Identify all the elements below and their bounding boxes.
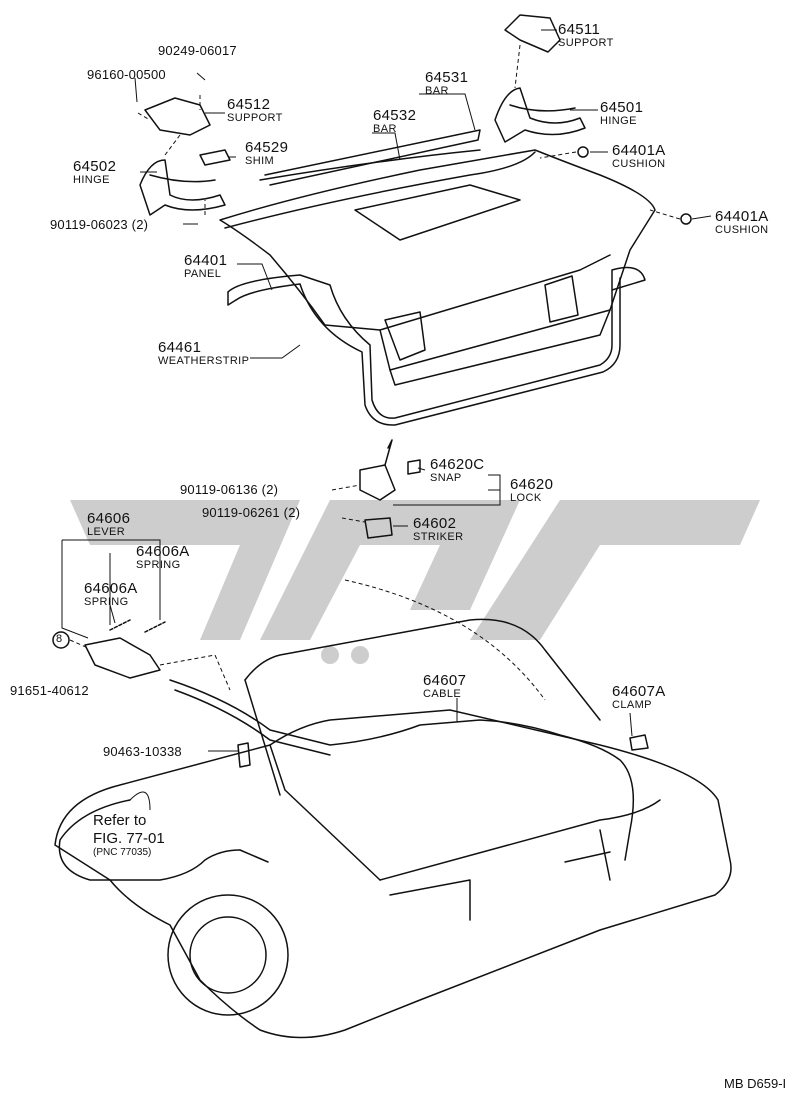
- label-64607: 64607 CABLE: [423, 673, 466, 700]
- part-number: 64620: [510, 476, 554, 493]
- torsion-bar-upper: [264, 129, 481, 186]
- label-64620: 64620 LOCK: [510, 477, 553, 504]
- part-number: 64531: [425, 69, 469, 86]
- part-number: 64401A: [715, 208, 769, 225]
- clamp-shape: [629, 734, 649, 751]
- label-64602: 64602 STRIKER: [413, 516, 463, 543]
- part-number: 90119-06261 (2): [202, 505, 301, 520]
- part-number: 64607A: [612, 683, 666, 700]
- part-name: HINGE: [73, 174, 110, 186]
- part-number: 90119-06136 (2): [180, 482, 279, 497]
- part-number: 64620C: [430, 456, 485, 473]
- part-number: 64602: [413, 515, 457, 532]
- part-name: SUPPORT: [558, 37, 614, 49]
- part-name: CABLE: [423, 688, 462, 700]
- label-64531: 64531 BAR: [425, 70, 468, 97]
- support-right-shape: [504, 14, 561, 53]
- striker-shape: [364, 517, 393, 539]
- part-name: LEVER: [87, 526, 126, 538]
- watermark-logo: [70, 500, 760, 664]
- part-number: 64401A: [612, 142, 666, 159]
- part-number: 64501: [600, 99, 644, 116]
- part-name: LOCK: [510, 492, 542, 504]
- part-number: 64532: [373, 107, 417, 124]
- hinge-left-shape: [139, 159, 226, 216]
- bolt-marker-label: 8: [56, 633, 63, 645]
- label-64606: 64606 LEVER: [87, 511, 130, 538]
- rear-wheel: [167, 894, 289, 1016]
- part-name: BAR: [373, 123, 397, 135]
- part-number: 96160-00500: [87, 67, 166, 82]
- part-number: 91651-40612: [10, 683, 89, 698]
- part-name: HINGE: [600, 115, 637, 127]
- label-64620c: 64620C SNAP: [430, 457, 484, 484]
- part-number: 64512: [227, 96, 271, 113]
- shim-shape: [199, 149, 231, 166]
- label-64532: 64532 BAR: [373, 108, 416, 135]
- part-number: 90119-06023 (2): [50, 217, 149, 232]
- part-name: CUSHION: [612, 158, 666, 170]
- part-number: 64607: [423, 672, 467, 689]
- part-number: 64606A: [84, 580, 138, 597]
- car-body-outline: [54, 709, 732, 1039]
- release-cable: [169, 679, 635, 861]
- torsion-bar-lower: [259, 149, 481, 181]
- part-number: 90249-06017: [158, 43, 237, 58]
- part-name: SPRING: [84, 596, 129, 608]
- label-64461: 64461 WEATHERSTRIP: [158, 340, 249, 367]
- part-number: 64606A: [136, 543, 190, 560]
- part-name: BAR: [425, 85, 449, 97]
- label-64501: 64501 HINGE: [600, 100, 643, 127]
- part-name: WEATHERSTRIP: [158, 355, 250, 367]
- reference-line-3: (PNC 77035): [93, 847, 152, 858]
- part-name: SPRING: [136, 559, 181, 571]
- label-64606a-lower: 64606A SPRING: [84, 581, 138, 608]
- trunk-panel-crease: [224, 151, 536, 229]
- part-name: CUSHION: [715, 224, 769, 236]
- bolt-marker-circle: [52, 631, 70, 649]
- label-64401a-side: 64401A CUSHION: [715, 209, 769, 236]
- label-90119-06136: 90119-06136 (2): [180, 483, 278, 496]
- label-64512: 64512 SUPPORT: [227, 97, 283, 124]
- reference-note: Refer to FIG. 77-01 (PNC 77035): [93, 813, 165, 858]
- weatherstrip-loop: [227, 266, 646, 419]
- part-name: SNAP: [430, 472, 462, 484]
- lock-shape: [359, 439, 396, 501]
- part-number: 64529: [245, 139, 289, 156]
- hinge-right-shape: [494, 87, 586, 143]
- part-name: CLAMP: [612, 699, 652, 711]
- part-number: 64606: [87, 510, 131, 527]
- label-90463-10338: 90463-10338: [103, 745, 182, 758]
- part-number: 90463-10338: [103, 744, 182, 759]
- label-96160-00500: 96160-00500: [87, 68, 166, 81]
- label-90119-06261: 90119-06261 (2): [202, 506, 300, 519]
- part-name: SUPPORT: [227, 112, 283, 124]
- reference-line-2: FIG. 77-01: [93, 830, 165, 847]
- diagram-code: MB D659-I: [724, 1076, 787, 1091]
- part-name: STRIKER: [413, 531, 464, 543]
- reference-line-1: Refer to: [93, 812, 147, 829]
- part-name: SHIM: [245, 155, 275, 167]
- label-64401: 64401 PANEL: [184, 253, 227, 280]
- cable-clip-shape: [237, 742, 251, 768]
- part-number: 64461: [158, 339, 202, 356]
- part-number: 64502: [73, 158, 117, 175]
- label-64529: 64529 SHIM: [245, 140, 288, 167]
- part-number: 64511: [558, 21, 601, 38]
- lever-shape: [84, 637, 161, 679]
- label-90119-06023: 90119-06023 (2): [50, 218, 148, 231]
- label-91651-40612: 91651-40612: [10, 684, 89, 697]
- label-64511: 64511 SUPPORT: [558, 22, 614, 49]
- support-left-shape: [144, 97, 211, 136]
- label-64401a-top: 64401A CUSHION: [612, 143, 666, 170]
- trunk-panel-outline: [219, 149, 656, 371]
- label-64502: 64502 HINGE: [73, 159, 116, 186]
- label-90249-06017: 90249-06017: [158, 44, 237, 57]
- label-64606a-upper: 64606A SPRING: [136, 544, 190, 571]
- part-number: 64401: [184, 252, 228, 269]
- part-name: PANEL: [184, 268, 222, 280]
- label-64607a: 64607A CLAMP: [612, 684, 666, 711]
